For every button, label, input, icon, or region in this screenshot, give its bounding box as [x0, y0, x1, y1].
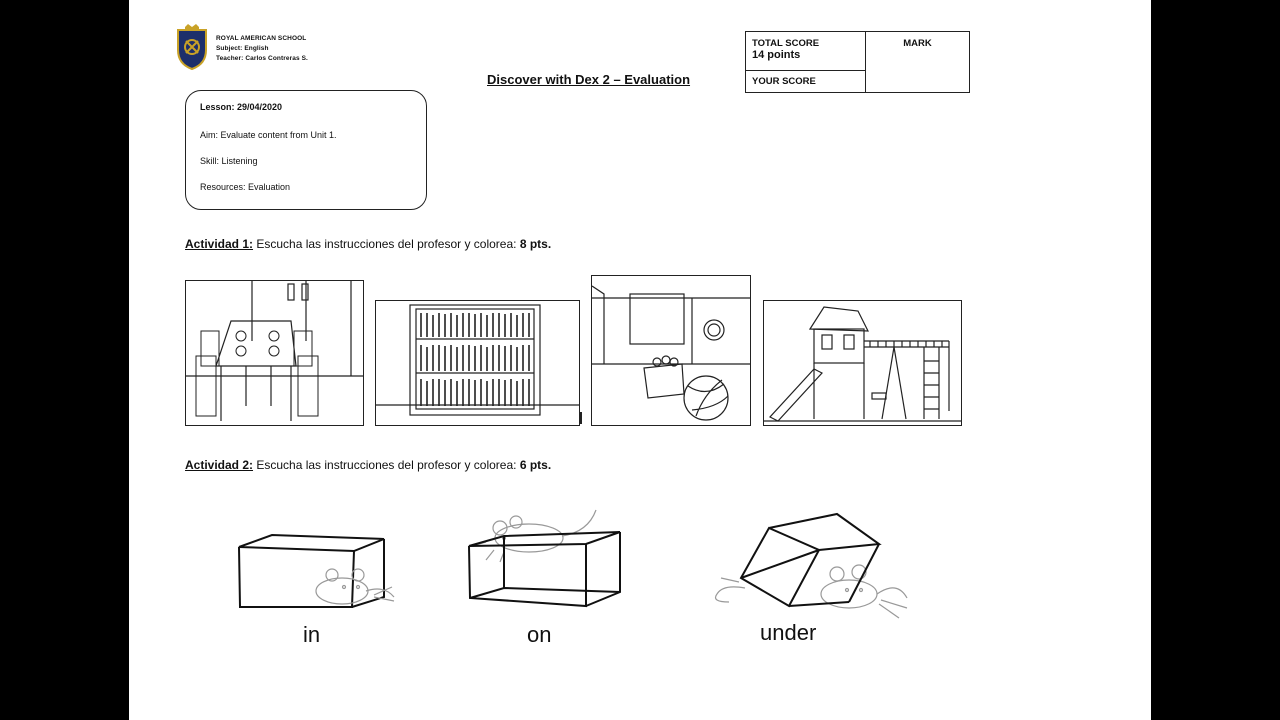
- lesson-resources: Resources: Evaluation: [200, 182, 291, 192]
- page-title: Discover with Dex 2 – Evaluation: [487, 72, 691, 87]
- text-cursor-mark: [580, 412, 582, 424]
- subject-line: Subject: English: [216, 45, 269, 52]
- total-score-value: 14 points: [752, 49, 801, 61]
- playground-icon: [763, 300, 962, 426]
- school-crest-icon: [175, 24, 209, 71]
- lesson-info-box: Lesson: 29/04/2020 Aim: Evaluate content…: [185, 90, 427, 210]
- lesson-date: Lesson: 29/04/2020: [200, 102, 283, 112]
- activity-2-text: Escucha las instrucciones del profesor y…: [253, 458, 520, 472]
- preposition-on-label: on: [527, 622, 552, 647]
- activity-1-text: Escucha las instrucciones del profesor y…: [253, 237, 520, 251]
- score-table: TOTAL SCORE 14 points MARK YOUR SCORE: [745, 31, 970, 93]
- preposition-in-label: in: [303, 622, 321, 647]
- total-score-label: TOTAL SCORE: [752, 38, 820, 49]
- school-name: ROYAL AMERICAN SCHOOL: [216, 35, 307, 42]
- mouse-in-box-icon: [234, 525, 404, 620]
- activity-2-instruction: Actividad 2: Escucha las instrucciones d…: [185, 458, 551, 472]
- classroom-ball-icon: [591, 275, 751, 426]
- your-score-cell[interactable]: YOUR SCORE: [745, 70, 866, 93]
- activity-1-instruction: Actividad 1: Escucha las instrucciones d…: [185, 237, 551, 251]
- activity-2-points: 6 pts.: [519, 458, 552, 472]
- school-header: ROYAL AMERICAN SCHOOL Subject: English T…: [216, 34, 308, 64]
- total-score-cell: TOTAL SCORE 14 points: [745, 31, 866, 71]
- activity-1-points: 8 pts.: [519, 237, 552, 251]
- mark-label: MARK: [903, 38, 932, 49]
- activity-2-label: Actividad 2:: [185, 458, 254, 472]
- lesson-aim: Aim: Evaluate content from Unit 1.: [200, 130, 337, 140]
- worksheet-page: ROYAL AMERICAN SCHOOL Subject: English T…: [129, 0, 1151, 720]
- activity-1-label: Actividad 1:: [185, 237, 254, 251]
- bookshelf-icon: [375, 300, 580, 426]
- your-score-label: YOUR SCORE: [752, 76, 816, 87]
- mouse-on-box-icon: [464, 502, 634, 612]
- mark-cell: MARK: [865, 31, 970, 93]
- teacher-line: Teacher: Carlos Contreras S.: [216, 55, 308, 62]
- dining-room-icon: [185, 280, 364, 426]
- preposition-under-label: under: [760, 620, 817, 645]
- mouse-under-box-icon: [709, 510, 919, 625]
- lesson-skill: Skill: Listening: [200, 156, 258, 166]
